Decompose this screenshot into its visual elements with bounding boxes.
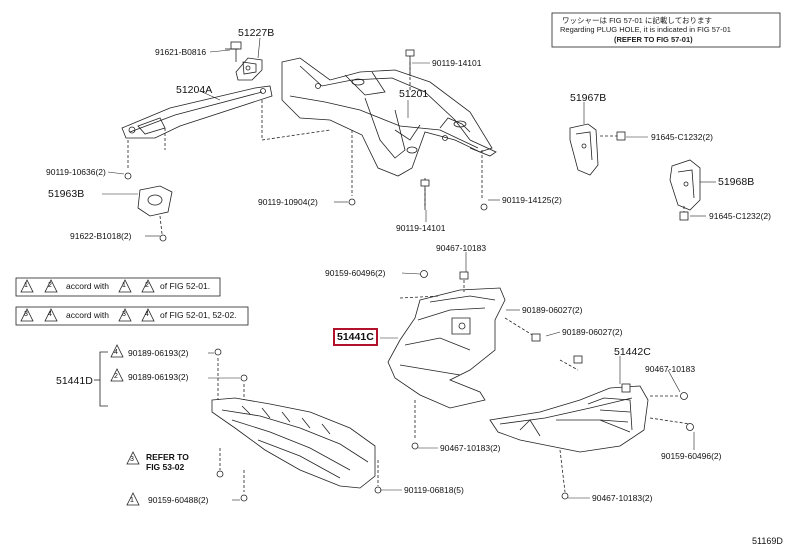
part-51441c[interactable]: 51441C bbox=[333, 328, 378, 346]
refer-line-2: FIG 53-02 bbox=[146, 462, 185, 472]
cond2-b: 4 bbox=[48, 311, 52, 318]
part-90467-10183-b[interactable]: 90467-10183 bbox=[645, 364, 696, 374]
cond2-d: 4 bbox=[145, 311, 149, 318]
cond2-of: of FIG 52-01, 52-02. bbox=[160, 310, 237, 320]
part-91645-c1232-a[interactable]: 91645-C1232(2) bbox=[651, 132, 713, 142]
clip-90467-a bbox=[459, 271, 469, 280]
cond2-a: 3 bbox=[24, 311, 28, 318]
part-90189-06027-b[interactable]: 90189-06027(2) bbox=[562, 327, 623, 337]
part-51204a[interactable]: 51204A bbox=[176, 84, 213, 96]
crossmember-51201 bbox=[261, 57, 497, 210]
note-line-1: ワッシャーは FIG 57-01 に記載しております bbox=[562, 16, 712, 25]
part-90189-06193-a[interactable]: 90189-06193(2) bbox=[128, 348, 189, 358]
marker-2: 2 bbox=[114, 373, 118, 380]
part-51227b[interactable]: 51227B bbox=[238, 27, 275, 39]
part-90467-10183-c[interactable]: 90467-10183(2) bbox=[440, 443, 501, 453]
cover-51441d bbox=[94, 351, 379, 492]
part-51968b[interactable]: 51968B bbox=[718, 176, 755, 188]
cond1-c: 1 bbox=[122, 282, 126, 289]
part-90189-06193-b[interactable]: 90189-06193(2) bbox=[128, 372, 189, 382]
part-90159-60496-a[interactable]: 90159-60496(2) bbox=[325, 268, 386, 278]
note-line-2: Regarding PLUG HOLE, it is indicated in … bbox=[560, 25, 731, 34]
part-51967b[interactable]: 51967B bbox=[570, 92, 607, 104]
bracket-51227b bbox=[225, 41, 263, 81]
plate-51963b bbox=[137, 185, 173, 235]
part-90119-10636[interactable]: 90119-10636(2) bbox=[46, 167, 106, 177]
part-90119-06818[interactable]: 90119-06818(5) bbox=[404, 485, 464, 495]
part-90467-10183-a[interactable]: 90467-10183 bbox=[436, 243, 487, 253]
part-91622-b1018[interactable]: 91622-B1018(2) bbox=[70, 231, 132, 241]
part-90119-14101-top[interactable]: 90119-14101 bbox=[432, 58, 482, 68]
part-90467-10183-d[interactable]: 90467-10183(2) bbox=[592, 493, 653, 503]
cond2-c: 3 bbox=[122, 311, 126, 318]
triangle-markers bbox=[20, 279, 155, 506]
cond2-accords: accord with bbox=[66, 310, 109, 320]
part-91621-b0816[interactable]: 91621-B0816 bbox=[155, 47, 207, 57]
marker-4: 4 bbox=[114, 349, 118, 356]
cond1-a: 1 bbox=[24, 282, 28, 289]
part-51442c[interactable]: 51442C bbox=[614, 346, 651, 358]
part-91645-c1232-b[interactable]: 91645-C1232(2) bbox=[709, 211, 771, 221]
cond1-accords: accord with bbox=[66, 281, 109, 291]
bolts-crossmember bbox=[124, 49, 488, 242]
part-90119-14101-bottom[interactable]: 90119-14101 bbox=[396, 223, 446, 233]
marker-1: 1 bbox=[130, 497, 134, 504]
cover-51441c bbox=[387, 280, 535, 440]
brace-51204a bbox=[121, 85, 273, 170]
part-90189-06027-a[interactable]: 90189-06027(2) bbox=[522, 305, 583, 315]
part-90159-60496-b[interactable]: 90159-60496(2) bbox=[661, 451, 722, 461]
cond1-of: of FIG 52-01. bbox=[160, 281, 211, 291]
cond1-d: 2 bbox=[145, 282, 149, 289]
diagram-id: 51169D bbox=[752, 536, 783, 546]
marker-3: 3 bbox=[130, 456, 134, 463]
cover-51442c bbox=[489, 359, 691, 493]
part-90119-14125[interactable]: 90119-14125(2) bbox=[502, 195, 562, 205]
part-51963b[interactable]: 51963B bbox=[48, 188, 85, 200]
cond1-b: 2 bbox=[48, 282, 52, 289]
refer-line-1: REFER TO bbox=[146, 452, 189, 462]
part-51441d[interactable]: 51441D bbox=[56, 375, 93, 387]
bracket-51967b bbox=[569, 123, 626, 176]
bracket-51968b bbox=[669, 159, 701, 221]
note-line-3: (REFER TO FIG 57-01) bbox=[614, 35, 693, 44]
part-90119-10904[interactable]: 90119-10904(2) bbox=[258, 197, 318, 207]
part-90159-60488[interactable]: 90159-60488(2) bbox=[148, 495, 209, 505]
leader-lines bbox=[102, 37, 716, 501]
part-51201[interactable]: 51201 bbox=[399, 88, 429, 100]
